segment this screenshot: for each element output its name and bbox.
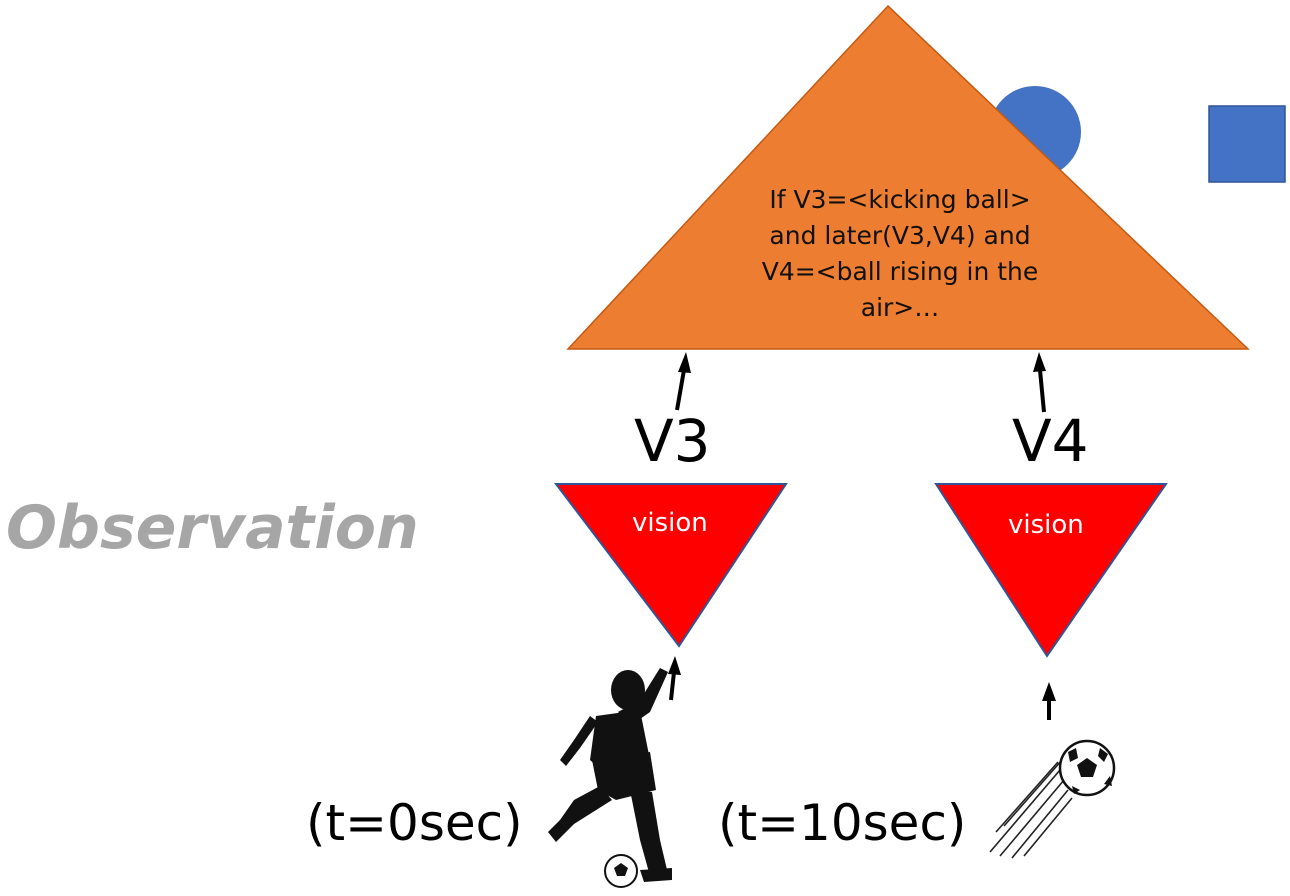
rule-line: and later(V3,V4) and [769,221,1031,250]
arrow-v4-to-rule [1033,352,1046,413]
observation-label: Observation [6,493,419,563]
rule-text: If V3=<kicking ball> and later(V3,V4) an… [720,182,1080,326]
rule-line: V4=<ball rising in the [761,257,1039,286]
vision-triangle-right [934,483,1168,658]
vision-triangle-left [553,483,788,648]
arrow-ball-to-vision [1042,682,1056,720]
rule-line: If V3=<kicking ball> [769,185,1031,214]
arrow-player-to-vision [668,656,681,701]
variable-v3-label: V3 [634,407,711,475]
blue-square [1208,105,1286,183]
variable-v4-label: V4 [1012,407,1089,475]
vision-label-right: vision [1008,510,1084,540]
arrow-v3-to-rule [675,352,691,411]
ball-at-feet-icon [604,854,638,888]
time-label-left: (t=0sec) [306,794,523,852]
vision-label-left: vision [632,508,708,538]
flying-soccer-ball-icon [989,739,1116,859]
soccer-player-kicking-icon [548,668,672,882]
rule-line: air>… [860,293,940,322]
rule-triangle [566,4,1250,350]
time-label-right: (t=10sec) [718,794,967,852]
